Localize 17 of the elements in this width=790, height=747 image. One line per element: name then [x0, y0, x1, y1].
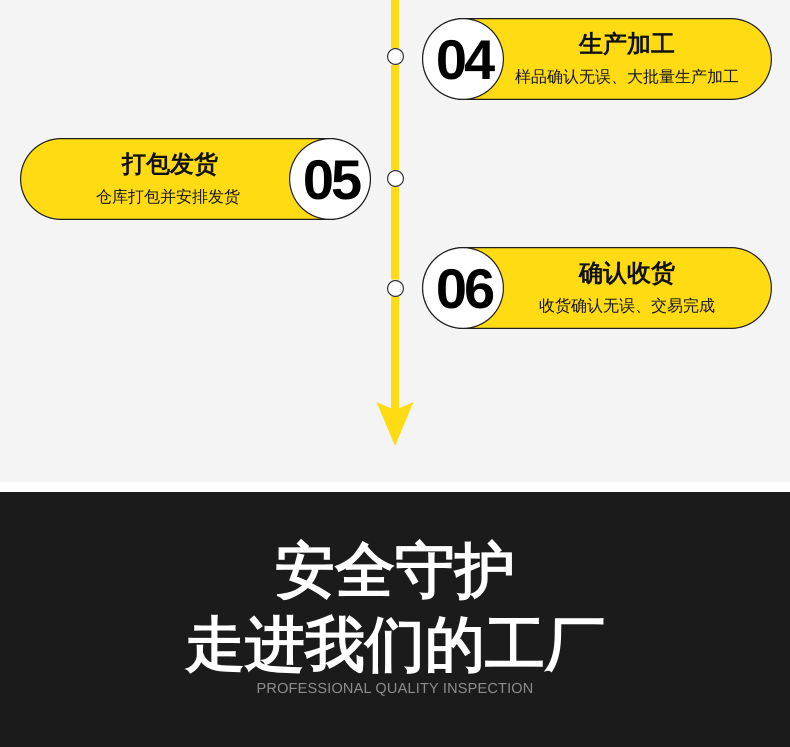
step-title: 确认收货 — [579, 259, 675, 289]
section-subtitle: PROFESSIONAL QUALITY INSPECTION — [256, 680, 534, 699]
step-description: 收货确认无误、交易完成 — [539, 297, 715, 317]
step-number: 06 — [436, 260, 492, 318]
step-number: 05 — [302, 151, 360, 209]
step-description: 仓库打包并安排发货 — [96, 188, 240, 208]
timeline-line — [391, 187, 399, 280]
step-description: 样品确认无误、大批量生产加工 — [515, 68, 739, 88]
timeline-line — [391, 0, 399, 48]
step-title: 生产加工 — [579, 30, 675, 60]
timeline-line — [391, 65, 399, 170]
section-heading: 安全守护 — [275, 536, 515, 606]
timeline-arrow — [376, 296, 414, 446]
step-title: 打包发货 — [122, 150, 218, 180]
section-banner — [0, 492, 790, 747]
step-number: 04 — [436, 31, 492, 89]
section-heading: 走进我们的工厂 — [185, 610, 605, 680]
